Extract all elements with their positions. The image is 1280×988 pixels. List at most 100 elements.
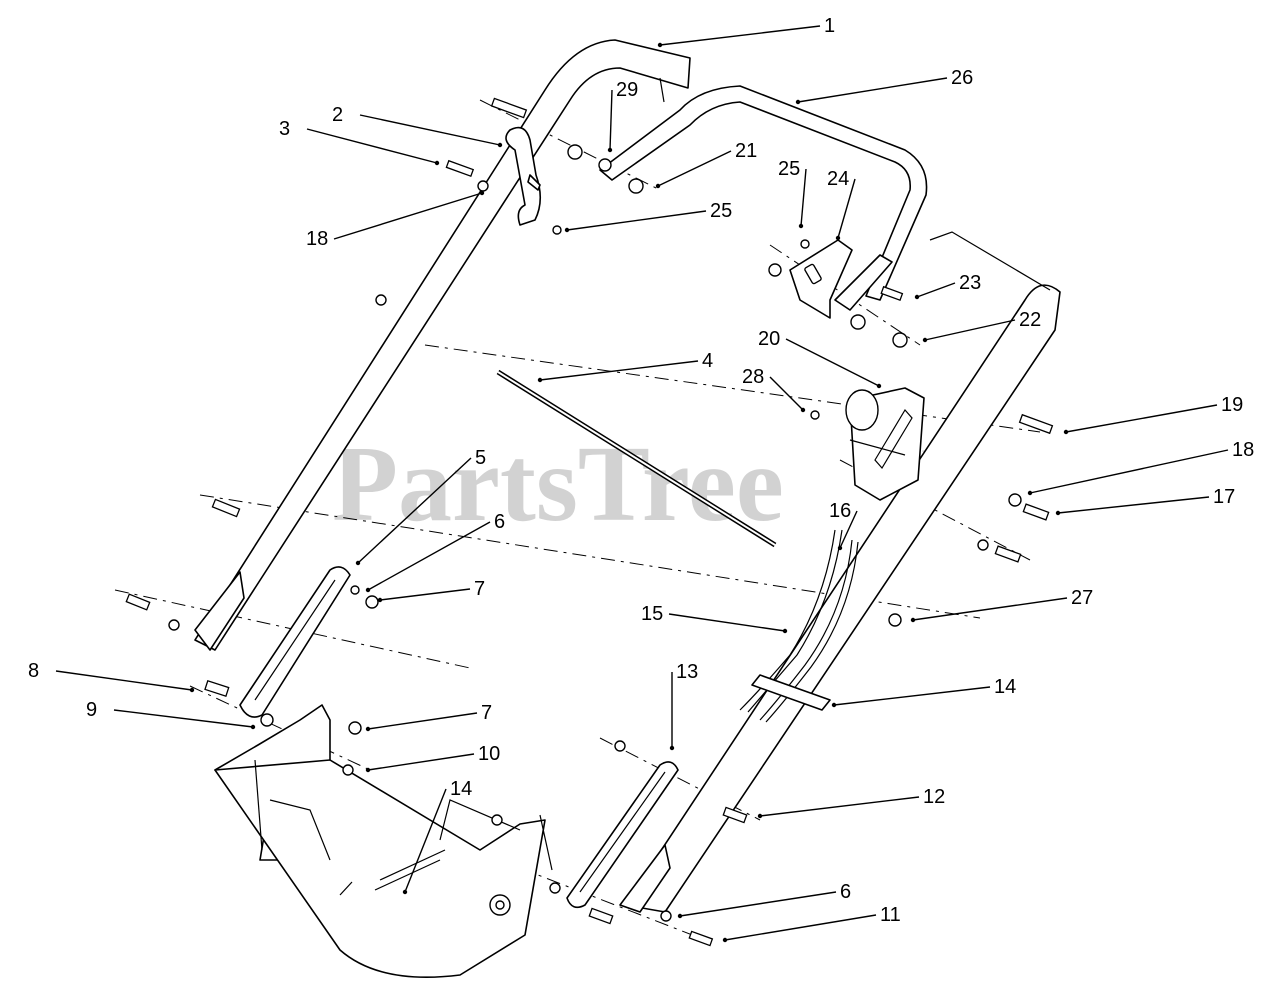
lower-handle [619, 231, 1061, 913]
callout-leader-line [659, 25, 821, 46]
callout-5: 5 [355, 447, 486, 566]
callout-6: 6 [677, 881, 851, 919]
callout-label: 18 [1232, 439, 1254, 461]
callout-label: 14 [450, 778, 472, 800]
callout-3: 3 [279, 118, 440, 166]
callout-label: 18 [306, 228, 328, 250]
callout-endpoint-dot [910, 617, 916, 623]
callout-leader-line [924, 319, 1016, 341]
callout-leader-line [769, 376, 804, 411]
callout-14: 14 [402, 778, 472, 895]
callout-endpoint-dot [365, 587, 371, 593]
callout-leader-line [55, 670, 193, 691]
callout-label: 6 [840, 881, 851, 903]
callout-endpoint-dot [365, 767, 371, 773]
callout-label: 14 [994, 676, 1016, 698]
callout-endpoint-dot [876, 383, 882, 389]
callout-label: 7 [474, 578, 485, 600]
callout-label: 9 [86, 699, 97, 721]
callout-endpoint-dot [250, 724, 256, 730]
callout-label: 28 [742, 366, 764, 388]
callout-label: 4 [702, 350, 713, 372]
callout-endpoint-dot [677, 913, 683, 919]
callout-20: 20 [758, 328, 882, 389]
callout-label: 6 [494, 511, 505, 533]
callout-label: 11 [880, 904, 901, 926]
callout-leader-line [679, 891, 837, 917]
callout-endpoint-dot [835, 235, 841, 241]
callout-4: 4 [537, 350, 713, 383]
callout-endpoint-dot [837, 545, 843, 551]
callout-24: 24 [827, 168, 856, 241]
callout-label: 29 [616, 79, 638, 101]
callout-label: 3 [279, 118, 290, 140]
callout-label: 24 [827, 168, 849, 190]
callout-leader-line [367, 521, 491, 591]
callout-endpoint-dot [1063, 429, 1069, 435]
callout-label: 15 [641, 603, 663, 625]
callout-endpoint-dot [657, 42, 663, 48]
callout-25: 25 [778, 158, 807, 229]
callout-label: 20 [758, 328, 780, 350]
callout-6: 6 [365, 511, 505, 593]
callout-label: 8 [28, 660, 39, 682]
callout-15: 15 [641, 603, 788, 634]
callout-leader-line [367, 712, 478, 730]
handle-bracket-part-13 [566, 761, 679, 909]
callout-26: 26 [795, 67, 973, 105]
callout-endpoint-dot [914, 294, 920, 300]
callout-1: 1 [657, 15, 835, 48]
callout-label: 25 [778, 158, 800, 180]
callout-endpoint-dot [757, 813, 763, 819]
callout-8: 8 [28, 660, 195, 693]
mower-deck-housing [214, 704, 553, 978]
upper-handle-part-1 [194, 39, 691, 651]
callout-leader-line [609, 89, 613, 151]
callout-leader-line [566, 210, 707, 231]
callout-leader-line [912, 597, 1068, 621]
callout-leader-line [800, 168, 807, 227]
callout-endpoint-dot [377, 597, 383, 603]
callout-18: 18 [1027, 439, 1254, 496]
callout-7: 7 [377, 578, 485, 603]
callout-leader-line [357, 457, 472, 564]
cross-rod-part-4 [496, 369, 777, 548]
callout-leader-line [539, 360, 699, 381]
callout-label: 16 [829, 500, 851, 522]
callout-endpoint-dot [655, 183, 661, 189]
callout-endpoint-dot [497, 142, 503, 148]
callout-label: 7 [481, 702, 492, 724]
callout-13: 13 [669, 661, 698, 751]
callout-endpoint-dot [402, 889, 408, 895]
throttle-control-part-20 [845, 387, 925, 501]
callout-endpoint-dot [922, 337, 928, 343]
callout-leader-line [759, 796, 920, 817]
callout-label: 5 [475, 447, 486, 469]
callout-leader-line [404, 788, 447, 893]
callout-leader-line [379, 588, 471, 601]
bail-clip-part-2 [505, 126, 542, 226]
callout-27: 27 [910, 587, 1093, 623]
callout-9: 9 [86, 699, 256, 730]
callout-21: 21 [655, 140, 757, 189]
callout-23: 23 [914, 272, 981, 300]
handle-bracket-part-5 [239, 566, 351, 718]
handle-bar-part-26 [599, 85, 928, 301]
callout-endpoint-dot [607, 147, 613, 153]
callout-endpoint-dot [355, 560, 361, 566]
callout-label: 13 [676, 661, 698, 683]
callout-endpoint-dot [669, 745, 675, 751]
callout-leader-line [668, 613, 786, 632]
callout-endpoint-dot [1055, 510, 1061, 516]
callout-label: 23 [959, 272, 981, 294]
callout-29: 29 [607, 79, 638, 153]
callout-leader-line [1057, 496, 1210, 514]
callout-14: 14 [831, 676, 1016, 708]
callout-10: 10 [365, 743, 500, 773]
callout-label: 25 [710, 200, 732, 222]
callout-label: 27 [1071, 587, 1093, 609]
callout-label: 2 [332, 104, 343, 126]
callout-leader-line [1065, 404, 1218, 433]
